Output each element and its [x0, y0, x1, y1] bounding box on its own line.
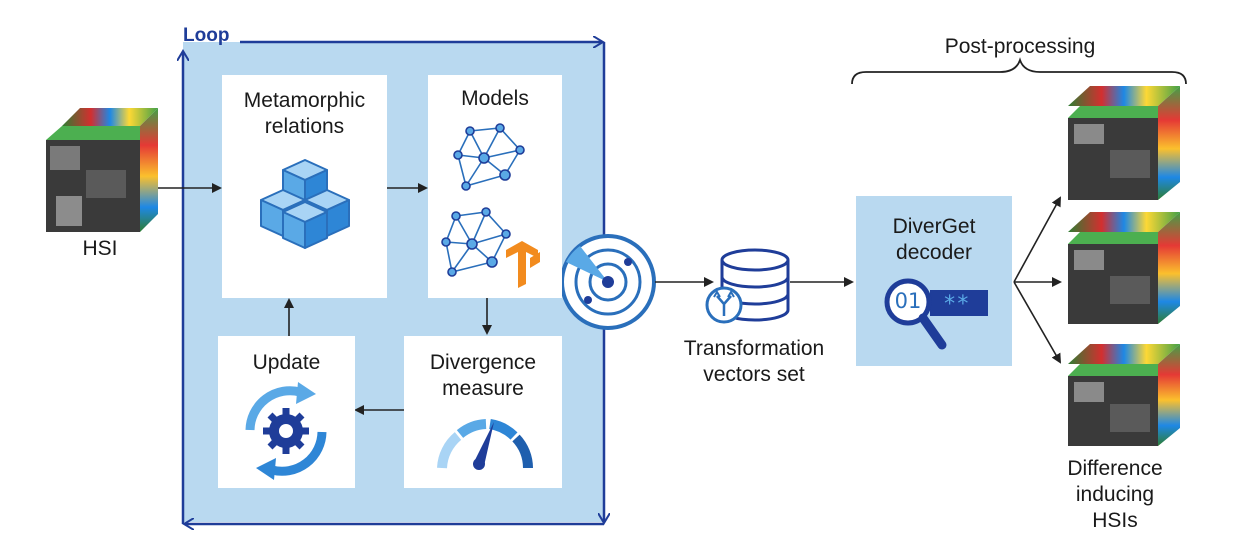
decoder-code-text: 01: [894, 289, 922, 313]
models-title: Models: [461, 87, 529, 110]
update-title: Update: [252, 351, 321, 374]
output-hsi-cube-1: [1068, 86, 1180, 200]
tensorflow-icon-overlay: [506, 241, 540, 288]
post-processing-brace: [851, 57, 1187, 85]
divergence-measure-title: Divergence measure: [429, 351, 537, 400]
cubes-icon-overlay: [260, 159, 350, 249]
magnifier-icon: **: [884, 278, 988, 350]
loop-label: Loop: [183, 25, 230, 46]
gear-cycle-icon-overlay: [245, 382, 327, 480]
output-hsi-cube-2: [1068, 212, 1180, 324]
output-arrows: [1013, 196, 1062, 364]
output-hsi-cube-3: [1068, 344, 1180, 446]
hsi-cube-icon: [46, 108, 158, 232]
svg-text:**: **: [943, 292, 970, 317]
metamorphic-relations-title: Metamorphic relations: [243, 89, 366, 138]
input-hsi-label: HSI: [82, 237, 118, 260]
transformation-vectors-label: Transformation vectors set: [683, 337, 825, 386]
post-processing-label: Post-processing: [944, 35, 1096, 58]
gauge-icon-overlay: [437, 419, 533, 470]
output-hsi-label: Difference inducing HSIs: [1067, 457, 1163, 532]
decoder-title: DiverGet decoder: [892, 215, 976, 264]
fork-icon: [705, 286, 743, 324]
network-icon-overlay: [441, 123, 525, 277]
radar-icon: [560, 234, 656, 330]
